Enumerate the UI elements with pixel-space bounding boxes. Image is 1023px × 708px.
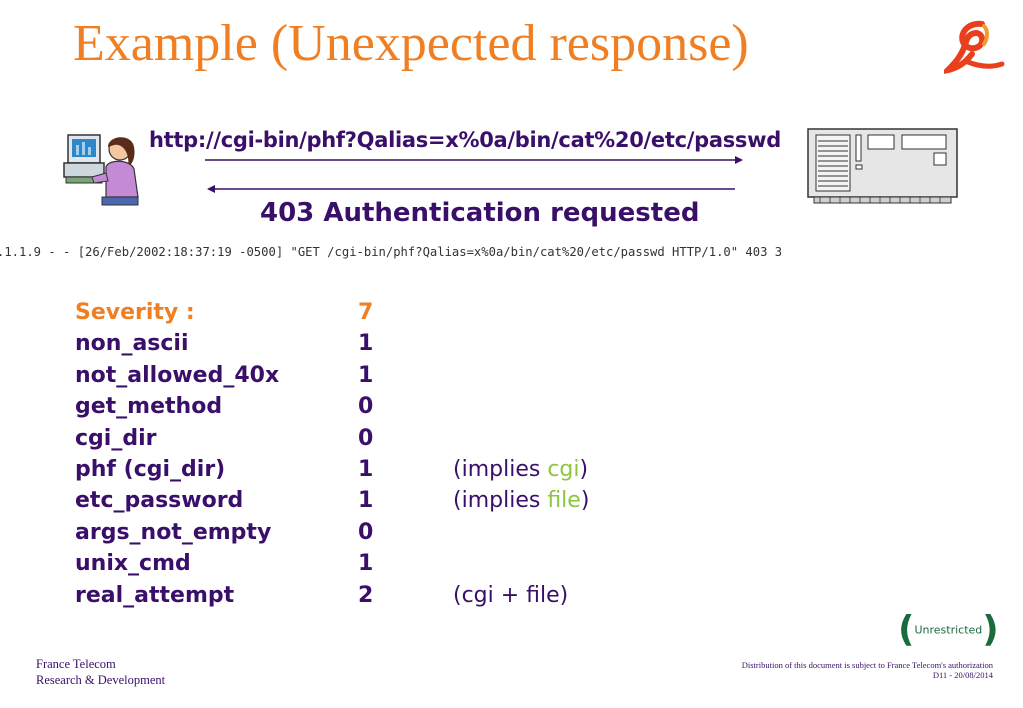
document-reference: D11 - 20/08/2014 [932,670,993,680]
feature-value: 0 [358,519,374,545]
feature-name: cgi_dir [75,425,157,451]
feature-note: (implies cgi) [453,457,588,482]
person-at-computer-icon [63,134,139,206]
feature-value: 1 [358,331,374,357]
feature-name: unix_cmd [75,551,191,577]
request-arrowhead [735,156,743,164]
classification-badge: (Unrestricted) [898,610,999,650]
feature-note-text: (implies [453,488,548,514]
feature-note-text: (cgi + file) [453,582,569,608]
feature-value: 0 [358,425,374,451]
feature-value: 0 [358,394,374,420]
request-url: http://cgi-bin/phf?Qalias=x%0a/bin/cat%2… [149,128,781,152]
feature-name: non_ascii [75,331,189,357]
request-response-arrows [205,156,743,193]
feature-name: etc_password [75,488,244,514]
footer-organization: France Telecom Research & Development [36,656,165,688]
disclaimer-text: Distribution of this document is subject… [741,660,993,670]
response-status: 403 Authentication requested [260,198,700,228]
feature-value: 2 [358,582,374,608]
log-line: .1.1.9 - - [26/Feb/2002:18:37:19 -0500] … [0,245,783,259]
server-icon [807,128,958,204]
org-line-2: Research & Development [36,673,166,687]
feature-name: real_attempt [75,582,235,608]
feature-name: phf (cgi_dir) [75,457,226,482]
footer-disclaimer: Distribution of this document is subject… [742,660,993,680]
feature-note: (cgi + file) [453,583,568,608]
slide-title: Example (Unexpected response) [73,15,749,72]
feature-note-text: ) [579,457,589,482]
badge-close-paren: ) [982,609,999,650]
feature-name: args_not_empty [75,519,272,545]
feature-value: 1 [358,457,374,482]
feature-note-highlight: cgi [547,457,580,482]
feature-note-text: ) [580,488,590,514]
feature-note: (implies file) [453,488,589,513]
badge-open-paren: ( [898,609,915,650]
severity-label: Severity : [75,300,195,325]
severity-value: 7 [358,300,374,325]
france-telecom-logo [944,20,1005,74]
feature-value: 1 [358,362,374,388]
feature-value: 1 [358,551,374,577]
response-arrowhead [207,185,215,193]
org-line-1: France Telecom [36,657,116,671]
feature-note-text: (implies [453,457,548,482]
feature-value: 1 [358,488,374,514]
feature-note-highlight: file [547,488,581,514]
feature-name: not_allowed_40x [75,362,280,388]
feature-name: get_method [75,394,223,420]
badge-label: Unrestricted [914,623,983,637]
